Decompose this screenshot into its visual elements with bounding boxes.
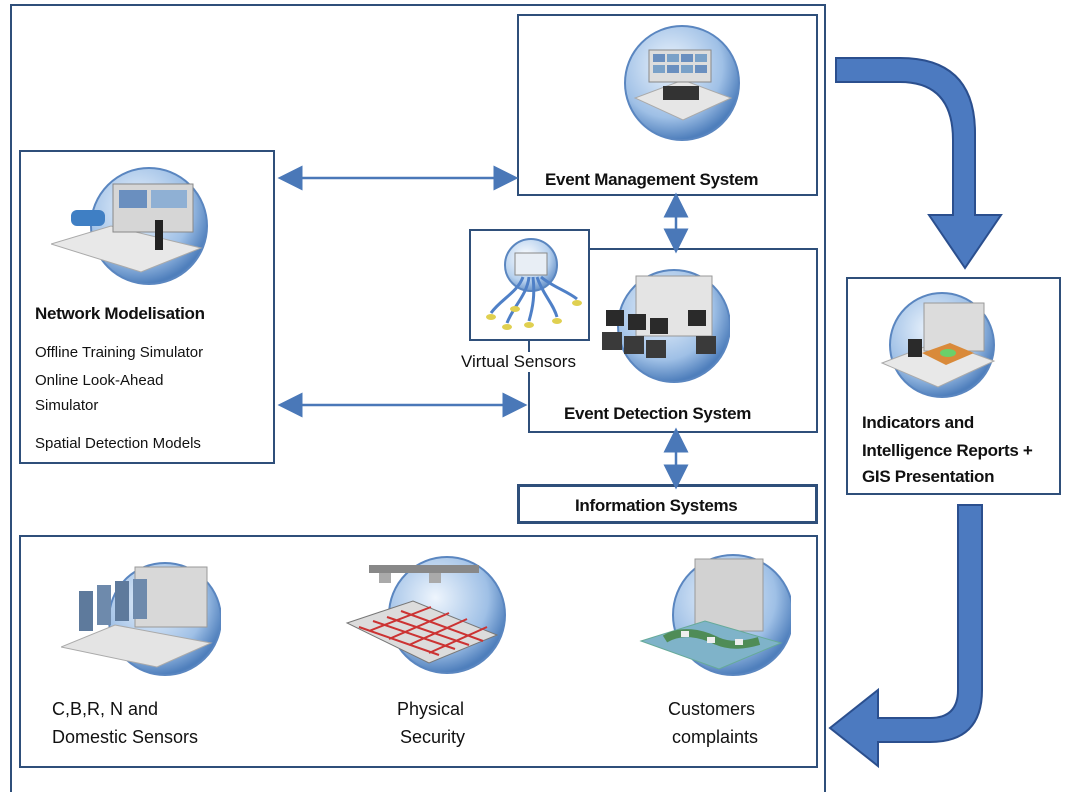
security-grid-icon <box>339 551 509 681</box>
network-item-online: Online Look-Ahead <box>35 372 164 389</box>
network-item-simulator: Simulator <box>35 397 99 414</box>
simulator-icon <box>51 164 211 290</box>
big-arrow-to-indicators <box>835 57 1003 270</box>
network-modelisation-title: Network Modelisation <box>35 304 205 323</box>
detection-room-icon <box>602 266 730 390</box>
sensor-label-2-line1: Physical <box>397 699 465 719</box>
big-arrow-to-sensors <box>828 504 983 769</box>
sensor-label-2-line2: Security <box>400 727 466 747</box>
indicators-line-1: Indicators and <box>862 413 974 432</box>
network-item-offline: Offline Training Simulator <box>35 344 204 361</box>
network-modelisation-box: Network Modelisation Offline Training Si… <box>19 150 275 464</box>
network-item-spatial: Spatial Detection Models <box>35 435 201 452</box>
sensor-label-3-line1: Customers <box>668 699 756 719</box>
map-icon <box>631 549 791 685</box>
information-systems-title: Information Systems <box>575 496 738 515</box>
event-detection-title: Event Detection System <box>564 404 752 423</box>
information-systems-box: Information Systems <box>517 484 818 524</box>
virtual-sensors-label: Virtual Sensors <box>461 352 576 372</box>
gis-table-icon <box>880 289 998 401</box>
indicators-line-2: Intelligence Reports + <box>862 441 1033 460</box>
indicators-box: Indicators and Intelligence Reports + GI… <box>846 277 1061 495</box>
virtual-sensors-box <box>469 229 590 341</box>
sensor-label-3-line2: complaints <box>672 727 759 747</box>
event-management-title: Event Management System <box>545 170 759 189</box>
control-room-icon <box>623 24 741 142</box>
sensor-rack-icon <box>61 555 221 681</box>
event-management-box: Event Management System <box>517 14 818 196</box>
indicators-line-3: GIS Presentation <box>862 467 995 486</box>
sensors-box: C,B,R, N and Domestic Sensors Physical S… <box>19 535 818 768</box>
sensor-label-1-line2: Domestic Sensors <box>52 727 199 747</box>
sensor-label-1-line1: C,B,R, N and <box>52 699 159 719</box>
sensor-network-icon <box>477 237 583 335</box>
